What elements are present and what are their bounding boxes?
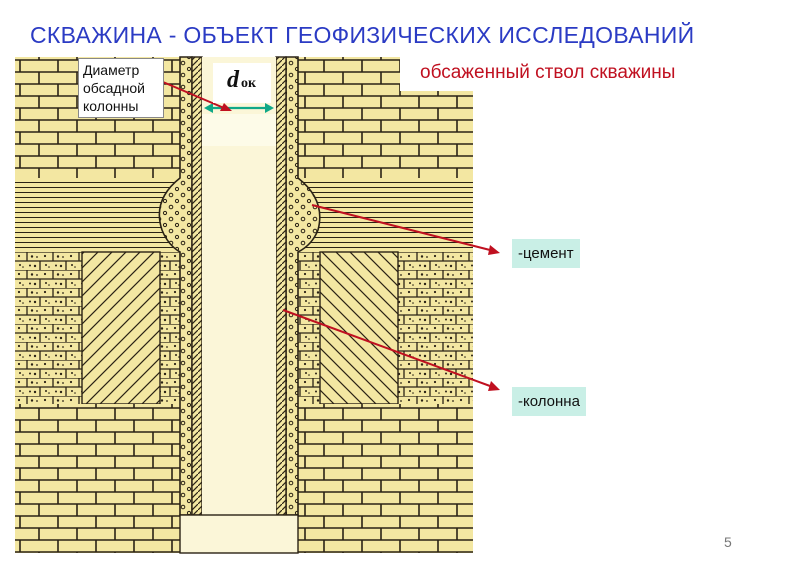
column-callout: -колонна	[512, 387, 586, 416]
cement-callout: -цемент	[512, 239, 580, 268]
casing-diameter-line-3: колонны	[83, 98, 139, 114]
subtitle-backdrop	[400, 57, 473, 91]
page-number: 5	[724, 534, 732, 550]
diameter-arrow	[204, 103, 274, 113]
well-bottom	[179, 514, 299, 554]
casing-diameter-line-2: обсадной	[83, 80, 145, 96]
diameter-symbol-subscript: ок	[241, 76, 257, 91]
left-formation	[15, 57, 180, 553]
pointer-arrows	[162, 81, 500, 391]
slide-title: СКВАЖИНА - ОБЪЕКТ ГЕОФИЗИЧЕСКИХ ИССЛЕДОВ…	[30, 22, 695, 48]
right-formation	[298, 57, 473, 553]
casing-diameter-label: Диаметр обсадной колонны	[78, 58, 164, 118]
cement-right	[285, 56, 321, 516]
casing-wall-right	[275, 56, 287, 516]
cement-left	[158, 56, 193, 516]
casing-wall-left	[191, 56, 203, 516]
borehole-top	[202, 114, 276, 146]
diameter-symbol: d ок	[213, 63, 271, 103]
slide-subtitle: обсаженный ствол скважины	[420, 62, 676, 83]
casing-diameter-line-1: Диаметр	[83, 62, 140, 78]
diameter-symbol-d: d	[227, 67, 239, 93]
